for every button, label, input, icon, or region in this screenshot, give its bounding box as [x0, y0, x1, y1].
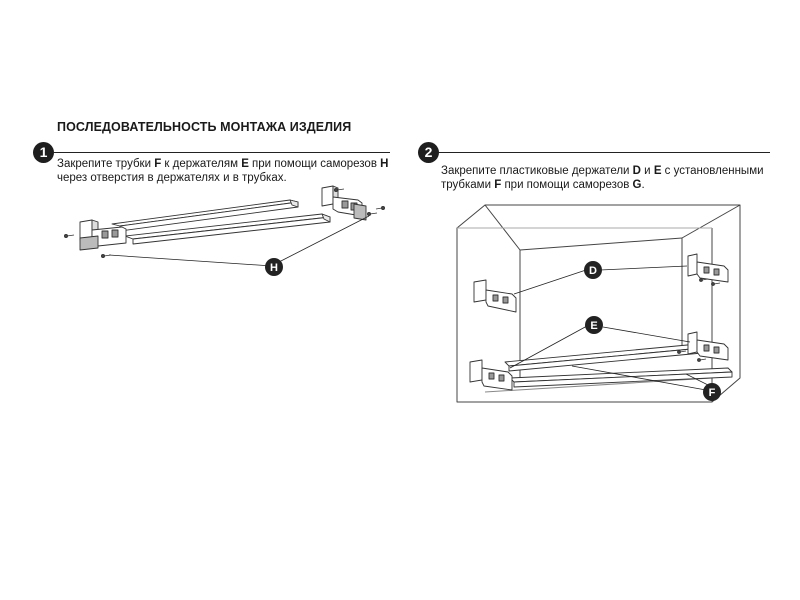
- instruction-text: с установленными: [661, 165, 764, 177]
- instruction-text: Закрепите пластиковые держатели: [441, 165, 633, 177]
- instruction-text: через отверстия в держателях и в трубках…: [57, 172, 287, 184]
- svg-text:D: D: [589, 265, 597, 277]
- svg-text:E: E: [590, 320, 597, 332]
- screw-g-icon: [677, 278, 721, 362]
- step-2-number-badge: 2: [418, 142, 439, 163]
- right-holder-e-icon: [321, 185, 367, 221]
- callout-h: H: [265, 258, 283, 276]
- part-letter: E: [241, 158, 249, 170]
- callout-f: F: [703, 383, 721, 401]
- holder-d-right-icon: [687, 253, 729, 283]
- part-letter: G: [632, 179, 642, 191]
- step-1-divider: [53, 152, 390, 153]
- step-1-instruction: Закрепите трубки F к держателям E при по…: [57, 157, 388, 185]
- instruction-text: трубками: [441, 179, 495, 191]
- step-2-instruction: Закрепите пластиковые держатели D и E с …: [441, 164, 764, 192]
- instruction-text: .: [641, 179, 645, 191]
- step-2-cabinet-drawing: D E F: [456, 204, 741, 403]
- part-letter: F: [494, 179, 502, 191]
- part-letter: E: [653, 165, 662, 177]
- instruction-text: к держателям: [161, 158, 242, 170]
- step-2-line-1: Закрепите пластиковые держатели D и E с …: [441, 165, 764, 177]
- step-2-line-2: трубками F при помощи саморезов G.: [441, 179, 645, 191]
- instruction-text: и: [640, 165, 654, 177]
- holder-e-left-icon: [469, 359, 513, 391]
- callout-d: D: [584, 261, 602, 279]
- step-1-line-2: через отверстия в держателях и в трубках…: [57, 172, 287, 184]
- svg-text:F: F: [709, 387, 716, 399]
- instruction-text: при помощи саморезов: [248, 158, 381, 170]
- part-letter: F: [154, 158, 162, 170]
- left-holder-e-icon: [79, 219, 127, 251]
- step-1-number-badge: 1: [33, 142, 54, 163]
- svg-text:H: H: [270, 262, 278, 274]
- step-1-line-1: Закрепите трубки F к держателям E при по…: [57, 158, 388, 170]
- callout-e: E: [585, 316, 603, 334]
- holder-e-right-icon: [687, 331, 729, 361]
- instruction-text: Закрепите трубки: [57, 158, 155, 170]
- part-letter: D: [632, 165, 641, 177]
- step-1-assembly-drawing: H: [64, 185, 385, 276]
- page-title: ПОСЛЕДОВАТЕЛЬНОСТЬ МОНТАЖА ИЗДЕЛИЯ: [57, 120, 352, 134]
- holder-d-left-icon: [473, 279, 517, 313]
- step-2-divider: [438, 152, 770, 153]
- part-letter: H: [380, 158, 389, 170]
- instruction-text: при помощи саморезов: [501, 179, 633, 191]
